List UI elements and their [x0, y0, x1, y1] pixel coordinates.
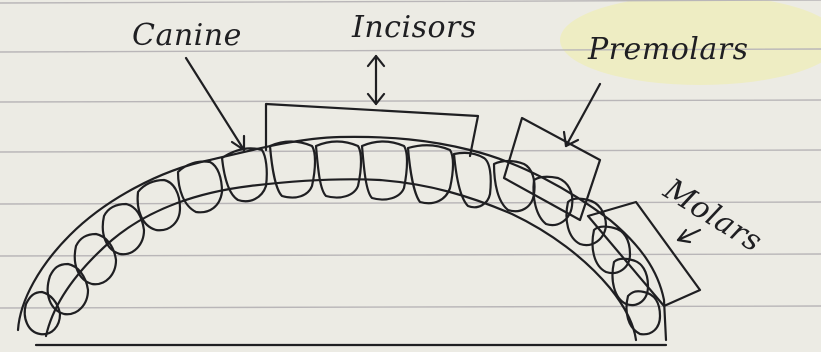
left-teeth: [25, 148, 267, 334]
premolars-label: Premolars: [588, 32, 749, 67]
canine-pointer-arrow: [186, 58, 244, 150]
premolars-pointer-arrow: [564, 84, 600, 146]
incisors-label: Incisors: [352, 10, 477, 45]
molars-pointer-arrow: [678, 230, 700, 242]
canine-label: Canine: [132, 18, 242, 53]
premolars-bracket-box: [504, 118, 600, 220]
incisors-pointer-arrow: [368, 56, 384, 104]
